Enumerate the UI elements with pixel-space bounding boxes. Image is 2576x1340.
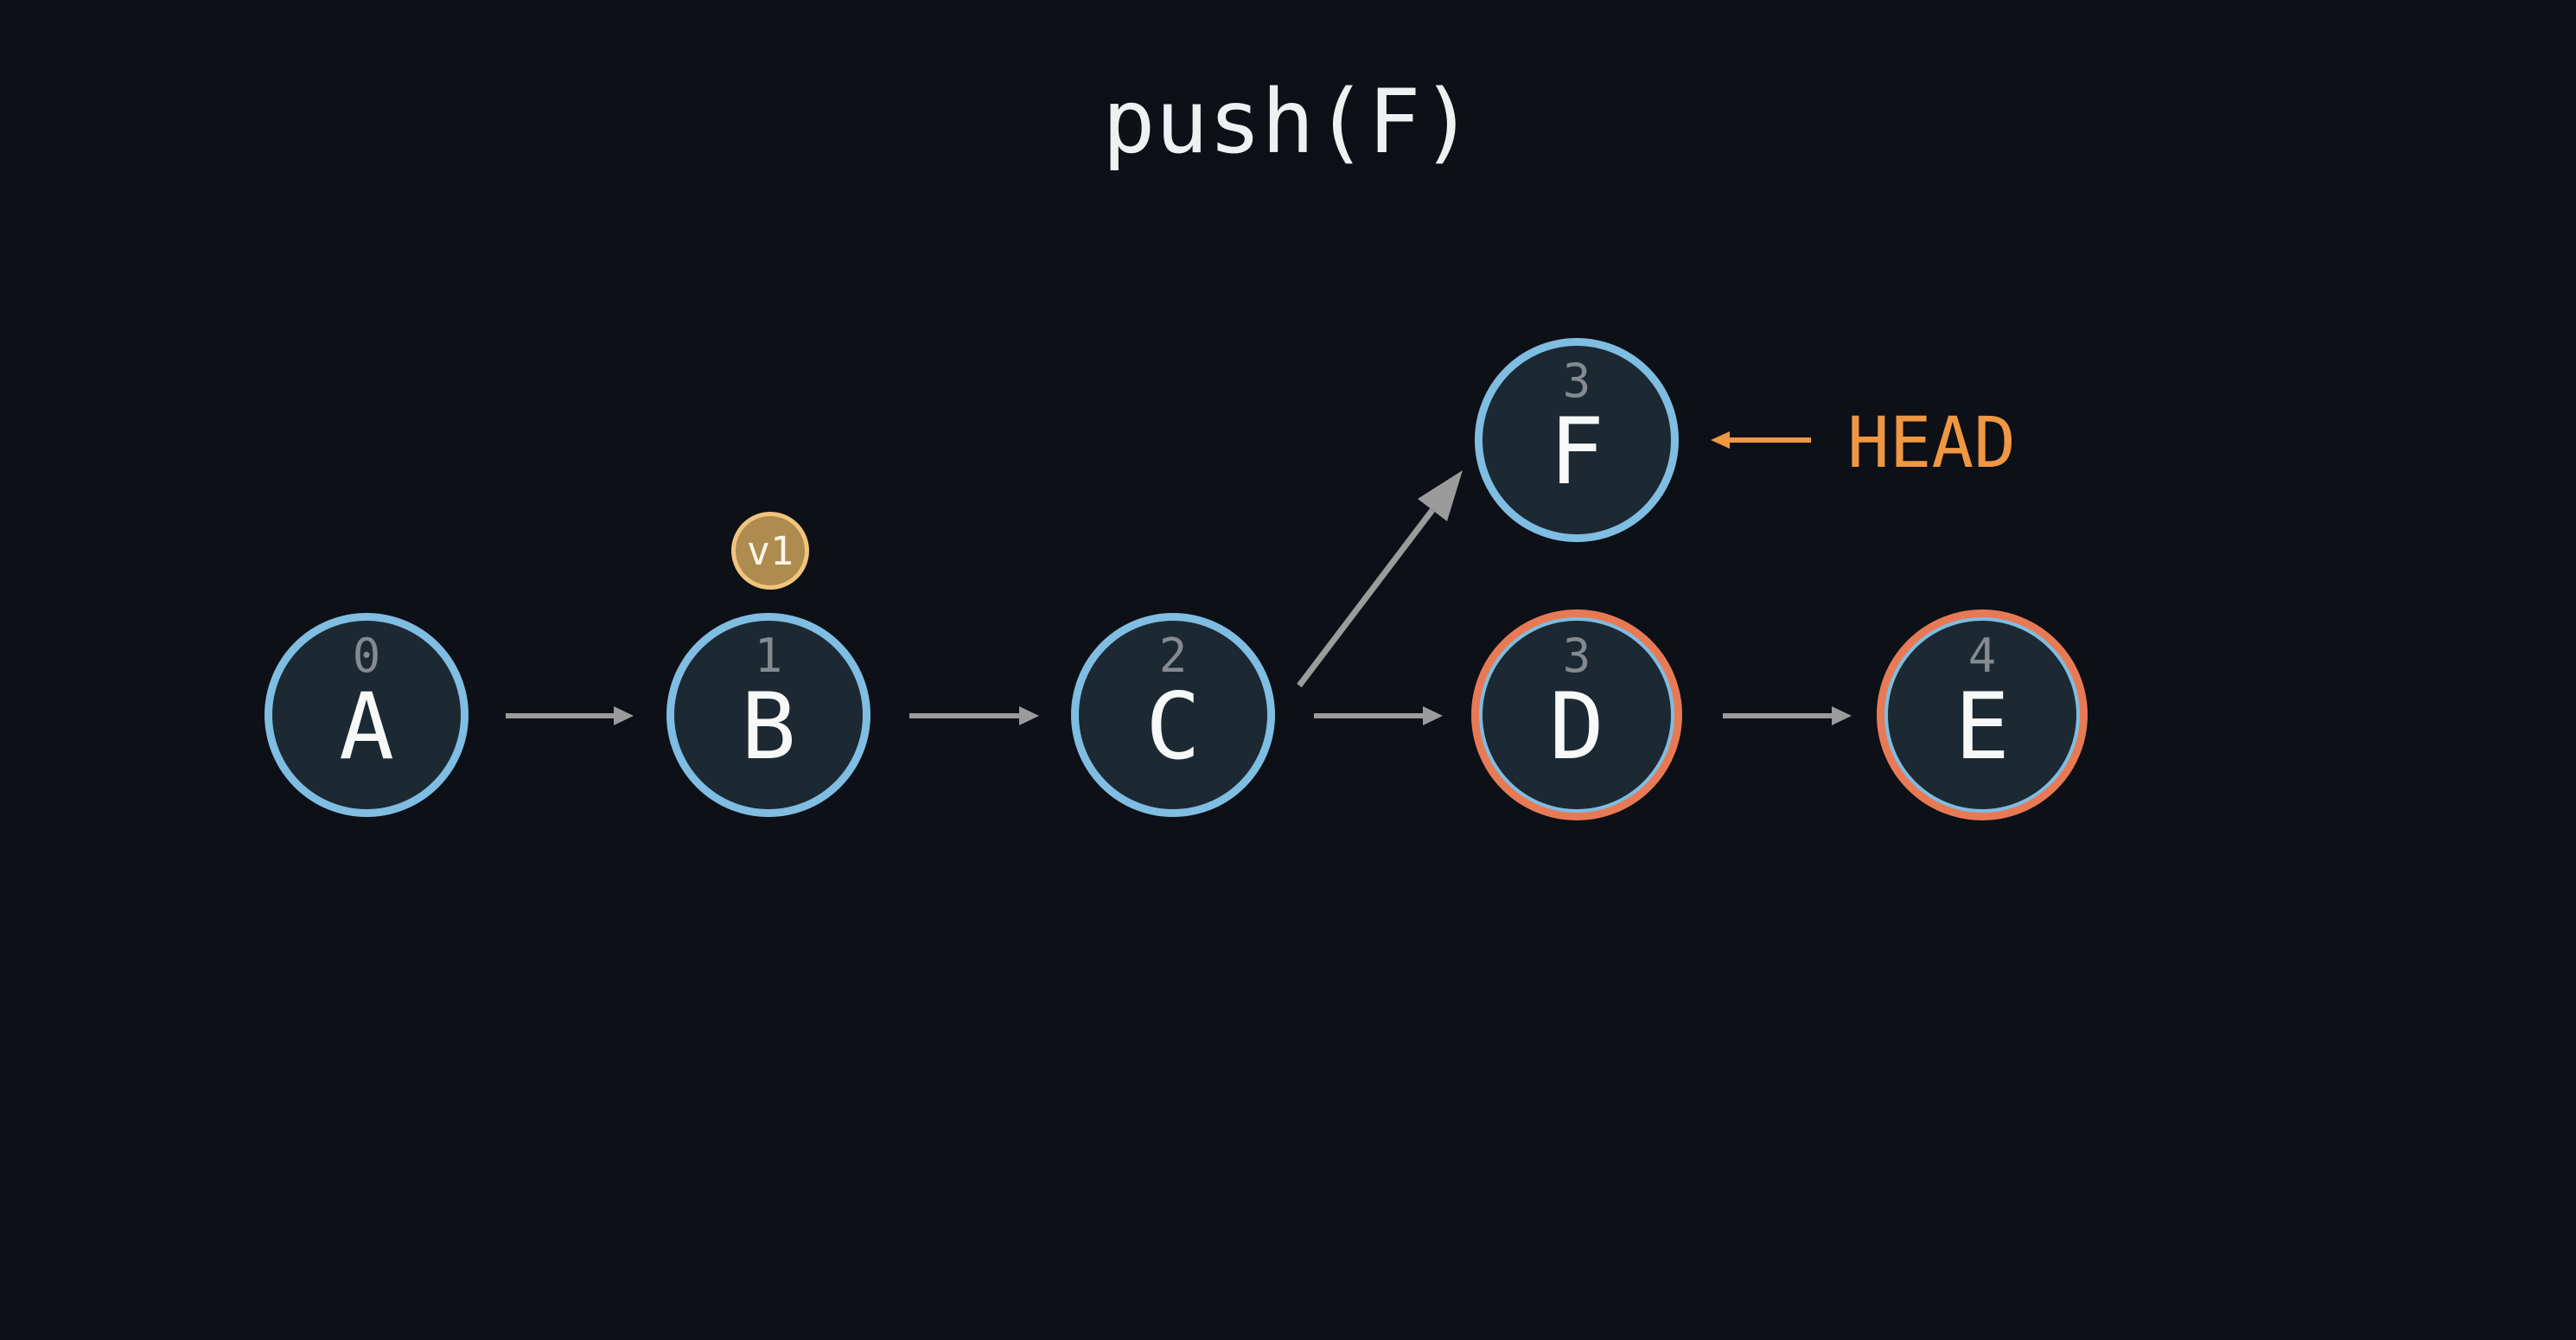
node-d-label: D <box>1549 673 1604 780</box>
node-b-content: 1 B <box>741 633 796 773</box>
version-badge-label: v1 <box>746 527 794 574</box>
node-f-label: F <box>1549 399 1604 505</box>
node-b-index: 1 <box>754 629 783 683</box>
node-a-content: 0 A <box>339 633 394 773</box>
node-e-content: 4 E <box>1954 633 2010 773</box>
version-ring-e <box>1877 609 2088 820</box>
node-d: 3 D <box>1471 609 1682 820</box>
node-d-index: 3 <box>1562 629 1591 683</box>
node-c-index: 2 <box>1158 629 1188 683</box>
node-c-label: C <box>1145 673 1201 780</box>
node-f: 3 F <box>1475 338 1679 542</box>
node-c: 2 C <box>1071 613 1275 817</box>
head-label: HEAD <box>1847 403 2017 484</box>
version-badge: v1 <box>731 512 809 590</box>
arrow-a-b <box>506 706 634 725</box>
arrow-b-c <box>909 706 1039 725</box>
node-b: 1 B <box>666 613 870 817</box>
head-arrow <box>1711 431 1811 449</box>
node-b-label: B <box>741 673 796 780</box>
node-e-label: E <box>1954 673 2010 780</box>
node-d-content: 3 D <box>1549 633 1604 773</box>
arrow-d-e <box>1723 706 1852 725</box>
arrow-c-f <box>1297 470 1463 688</box>
node-a-index: 0 <box>352 629 381 683</box>
diagram-title: push(F) <box>1102 71 1474 174</box>
arrow-c-d <box>1314 706 1443 725</box>
node-e: 4 E <box>1877 609 2088 820</box>
node-f-index: 3 <box>1562 354 1591 408</box>
node-a: 0 A <box>265 613 469 817</box>
node-e-index: 4 <box>1967 629 1997 683</box>
node-a-label: A <box>339 673 394 780</box>
version-ring-d <box>1471 609 1682 820</box>
node-f-content: 3 F <box>1549 358 1604 498</box>
node-c-content: 2 C <box>1145 633 1201 773</box>
